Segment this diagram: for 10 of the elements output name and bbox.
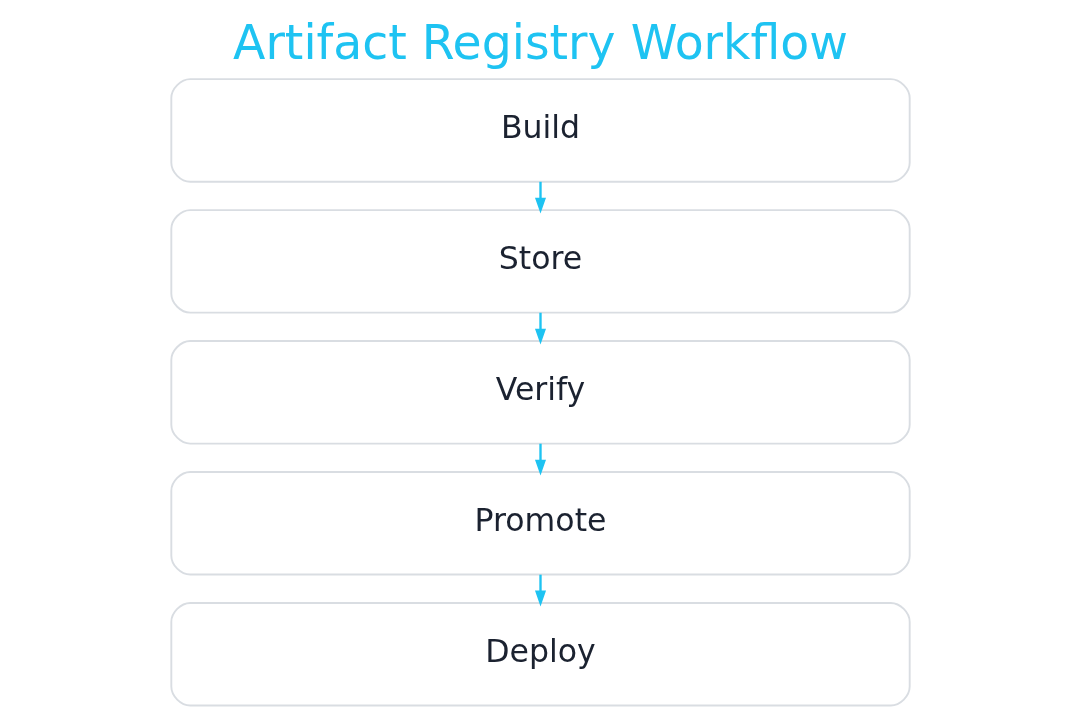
node-box: Store <box>169 209 911 314</box>
arrow <box>534 312 546 345</box>
diagram-title: Artifact Registry Workflow <box>232 14 848 70</box>
arrow <box>534 181 546 214</box>
node-box: Verify <box>169 340 911 445</box>
arrow <box>534 443 546 476</box>
node-box: Build <box>169 78 911 183</box>
arrow <box>534 574 546 607</box>
node-box: Promote <box>169 471 911 576</box>
node-box: Deploy <box>169 602 911 707</box>
